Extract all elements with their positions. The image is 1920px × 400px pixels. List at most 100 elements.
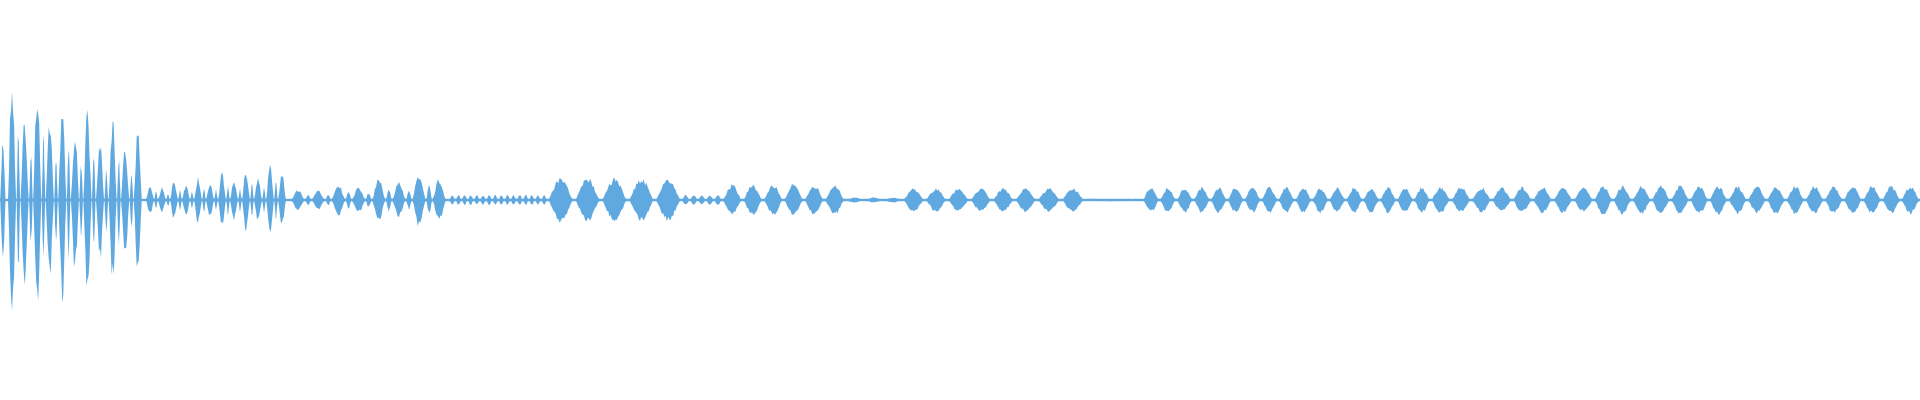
- waveform-burst: [218, 172, 226, 224]
- waveform-burst: [1363, 189, 1379, 213]
- waveform-burst: [230, 182, 238, 221]
- waveform-burst: [278, 175, 286, 223]
- waveform-burst: [1312, 188, 1329, 214]
- waveform-burst: [1346, 187, 1362, 213]
- waveform-burst: [498, 195, 505, 205]
- waveform-bursts: [0, 91, 1920, 311]
- waveform-burst: [1087, 198, 1141, 202]
- waveform-spike: [426, 185, 432, 213]
- waveform-burst: [182, 185, 190, 215]
- waveform-burst: [311, 190, 325, 210]
- waveform-burst: [1210, 187, 1227, 213]
- waveform-burst: [1472, 187, 1491, 213]
- waveform-burst: [903, 188, 924, 212]
- waveform-burst: [763, 185, 783, 215]
- waveform-burst: [1824, 186, 1843, 213]
- waveform-burst: [1143, 188, 1159, 211]
- waveform-spike: [178, 189, 182, 211]
- waveform-spike: [214, 189, 218, 210]
- waveform-burst: [492, 194, 498, 205]
- waveform-burst: [516, 195, 523, 205]
- waveform-burst: [449, 195, 456, 205]
- waveform-burst: [70, 141, 79, 267]
- waveform-burst: [486, 195, 492, 206]
- waveform-burst: [291, 190, 305, 211]
- waveform-spike: [92, 157, 96, 242]
- waveform-spike: [226, 185, 230, 216]
- waveform-burst: [706, 195, 714, 205]
- waveform-burst: [1553, 187, 1573, 214]
- waveform-burst: [1451, 187, 1471, 212]
- waveform-burst: [1295, 188, 1312, 213]
- waveform-burst: [628, 179, 654, 221]
- waveform-burst: [1690, 186, 1708, 213]
- waveform-burst: [1594, 186, 1612, 215]
- waveform-burst: [1671, 185, 1689, 214]
- waveform-burst: [1431, 187, 1450, 213]
- waveform-burst: [331, 186, 345, 216]
- waveform-burst: [33, 109, 42, 301]
- waveform-burst: [121, 151, 130, 249]
- waveform-burst: [722, 184, 742, 214]
- waveform-burst: [743, 184, 763, 215]
- waveform-burst: [1748, 186, 1766, 214]
- waveform-burst: [825, 185, 844, 214]
- waveform-burst: [1492, 187, 1512, 211]
- waveform-burst: [1767, 187, 1785, 214]
- waveform-spike: [305, 194, 311, 205]
- waveform-spike: [238, 188, 242, 212]
- waveform-burst: [690, 195, 698, 205]
- waveform-burst: [1613, 185, 1632, 215]
- waveform-spike: [262, 186, 266, 213]
- waveform-burst: [845, 197, 864, 203]
- waveform-burst: [535, 195, 541, 205]
- waveform-burst: [1574, 187, 1593, 212]
- waveform-burst: [96, 146, 104, 259]
- waveform-burst: [392, 181, 406, 217]
- waveform-burst: [480, 196, 486, 206]
- waveform-burst: [432, 179, 446, 219]
- waveform-burst: [1037, 188, 1060, 212]
- waveform-burst: [1397, 188, 1413, 211]
- waveform-burst: [698, 195, 706, 205]
- waveform-burst: [58, 119, 67, 303]
- waveform-spike: [202, 189, 206, 212]
- waveform-spike: [166, 194, 170, 206]
- waveform-burst: [510, 194, 517, 205]
- waveform-burst: [266, 165, 274, 232]
- waveform-burst: [1844, 187, 1862, 213]
- waveform-burst: [133, 135, 142, 267]
- waveform-burst: [254, 178, 262, 220]
- waveform-burst: [0, 144, 6, 258]
- waveform-spike: [41, 135, 46, 258]
- waveform-burst: [146, 187, 154, 213]
- waveform-burst: [1652, 185, 1670, 213]
- waveform-burst: [864, 197, 883, 203]
- waveform-burst: [655, 179, 681, 222]
- waveform-burst: [1244, 188, 1261, 213]
- waveform-burst: [1193, 186, 1210, 213]
- waveform-burst: [206, 185, 214, 216]
- waveform-spike: [386, 189, 392, 212]
- waveform-burst: [714, 195, 722, 205]
- waveform-spike: [325, 195, 332, 206]
- waveform-burst: [194, 176, 202, 222]
- waveform-burst: [455, 195, 462, 205]
- waveform-burst: [242, 174, 250, 232]
- waveform-burst: [523, 194, 529, 205]
- waveform-spike: [274, 182, 278, 220]
- waveform-burst: [784, 184, 803, 215]
- waveform-burst: [529, 195, 535, 205]
- waveform-burst: [575, 178, 600, 222]
- waveform-burst: [1533, 187, 1552, 214]
- waveform-burst: [1227, 188, 1244, 212]
- waveform-burst: [372, 179, 386, 220]
- waveform-spike: [250, 184, 254, 215]
- waveform-burst: [412, 177, 426, 227]
- waveform-spike: [129, 174, 134, 228]
- waveform-spike: [117, 161, 121, 246]
- waveform-spike: [365, 193, 372, 207]
- waveform-burst: [1728, 185, 1747, 215]
- waveform-burst: [20, 124, 29, 286]
